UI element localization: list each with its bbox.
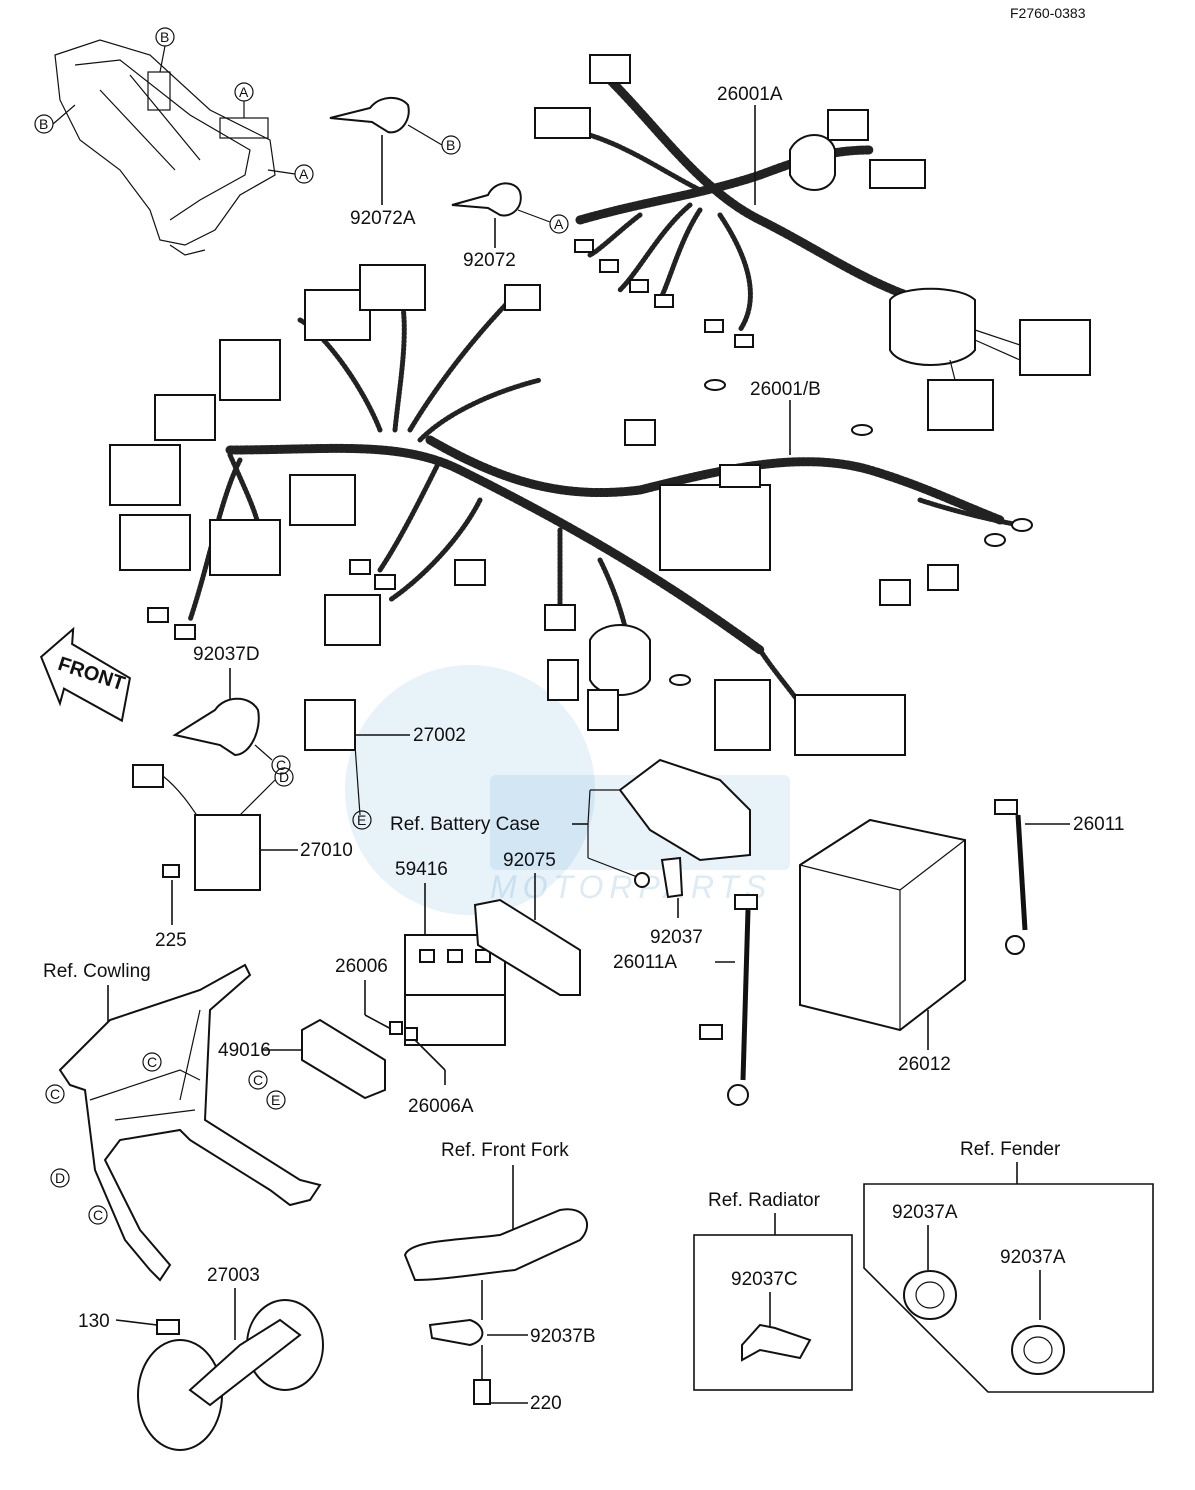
- fender-ref: Ref. Fender 92037A 92037A: [863, 1139, 1154, 1393]
- watermark-text: MOTORPARTS: [490, 869, 772, 905]
- ref-fender: Ref. Fender: [960, 1139, 1061, 1160]
- callout-c-4: C: [253, 1072, 263, 1088]
- callout-d-2: D: [55, 1170, 65, 1186]
- label-92075: 92075: [503, 850, 556, 871]
- ref-front-fork: Ref. Front Fork: [441, 1140, 569, 1161]
- cable-tie-92037d: 92037D C: [172, 644, 291, 775]
- label-27010: 27010: [300, 840, 353, 861]
- label-92037: 92037: [650, 927, 703, 948]
- callout-b-2: B: [39, 116, 48, 132]
- cable-tie-92072a: B 92072A: [329, 96, 461, 229]
- horn-27003: 27003 130: [78, 1265, 324, 1451]
- callout-d: D: [279, 769, 289, 785]
- label-92072a: 92072A: [350, 208, 416, 229]
- ref-radiator: Ref. Radiator: [708, 1190, 821, 1211]
- cable-26011a: 26011A: [613, 894, 758, 1106]
- fuse-cover-92075: 92075: [473, 850, 581, 996]
- label-92037c: 92037C: [731, 1269, 798, 1290]
- front-fork-ref: Ref. Front Fork 92037B 220: [403, 1140, 596, 1414]
- relay-27002: 27002 E: [304, 699, 466, 830]
- callout-e: E: [357, 812, 366, 828]
- callout-c-5: C: [93, 1207, 103, 1223]
- label-59416: 59416: [395, 859, 448, 880]
- ref-battery-case: Ref. Battery Case: [390, 814, 540, 835]
- label-92037a-1: 92037A: [892, 1202, 958, 1223]
- callout-b-3: B: [446, 137, 455, 153]
- battery-case-ref: Ref. Battery Case 92037: [390, 758, 751, 948]
- label-130: 130: [78, 1311, 110, 1332]
- front-arrow: FRONT: [39, 626, 132, 723]
- label-26001b: 26001/B: [750, 379, 821, 400]
- callout-e-2: E: [271, 1092, 280, 1108]
- bracket-49016: 49016: [218, 1018, 386, 1100]
- ref-cowling: Ref. Cowling: [43, 961, 151, 982]
- fuse-box-59416: 59416: [395, 859, 506, 1046]
- label-49016: 49016: [218, 1040, 271, 1061]
- label-92037b: 92037B: [530, 1326, 596, 1347]
- label-27002: 27002: [413, 725, 466, 746]
- label-92037d: 92037D: [193, 644, 260, 665]
- unit-27010: 27010 D 225: [132, 764, 353, 951]
- label-26006a: 26006A: [408, 1096, 474, 1117]
- label-92037a-2: 92037A: [1000, 1247, 1066, 1268]
- harness-26001b: 26001/B: [109, 264, 1033, 756]
- callout-c-3: C: [147, 1054, 157, 1070]
- figure-code: F2760-0383: [1010, 5, 1086, 21]
- label-27003: 27003: [207, 1265, 260, 1286]
- callout-c: C: [276, 757, 286, 773]
- callout-a-3: A: [554, 216, 564, 232]
- label-225: 225: [155, 930, 187, 951]
- label-26012: 26012: [898, 1054, 951, 1075]
- battery-26012: 26012: [799, 818, 966, 1075]
- fuse-26006: 26006 26006A: [335, 956, 474, 1117]
- callout-a-2: A: [299, 166, 309, 182]
- frame-illustration: [54, 39, 276, 256]
- callout-a: A: [239, 84, 249, 100]
- label-220: 220: [530, 1393, 562, 1414]
- label-26006: 26006: [335, 956, 388, 977]
- cowling-bracket: Ref. Cowling C C C E D C: [43, 961, 322, 1282]
- harness-26001a: 26001A: [534, 54, 1091, 431]
- label-92072: 92072: [463, 250, 516, 271]
- cable-tie-92072: A 92072: [451, 182, 569, 271]
- callout-b: B: [160, 29, 169, 45]
- label-26001a: 26001A: [717, 84, 783, 105]
- label-26011: 26011: [1073, 814, 1124, 835]
- cable-26011: 26011: [994, 799, 1124, 955]
- callout-c-2: C: [50, 1086, 60, 1102]
- radiator-ref: Ref. Radiator 92037C: [693, 1190, 853, 1391]
- frame-callouts: B B A A: [34, 27, 314, 184]
- label-26011a: 26011A: [613, 952, 677, 973]
